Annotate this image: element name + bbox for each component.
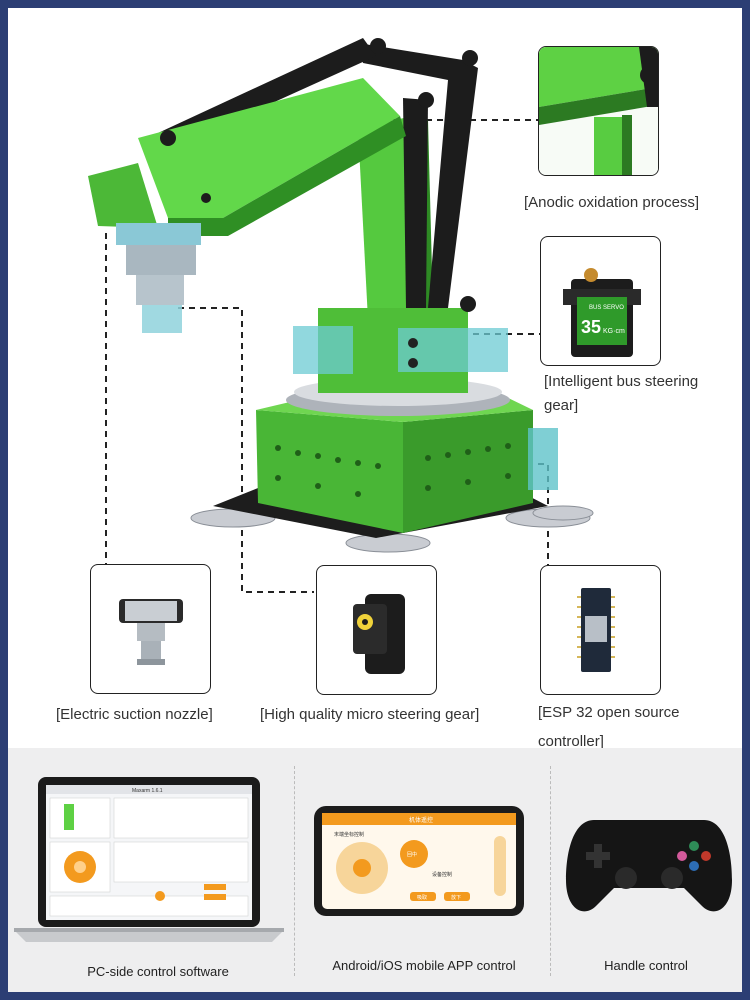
svg-text:吸取: 吸取 bbox=[417, 895, 427, 901]
callout-esp32-label: [ESP 32 open source controller] bbox=[538, 704, 680, 750]
svg-text:BUS SERVO: BUS SERVO bbox=[589, 305, 624, 311]
callout-micro-gear-image bbox=[316, 565, 437, 695]
pc-control-label: PC-side control software bbox=[87, 964, 229, 979]
callout-esp32-image bbox=[540, 565, 661, 695]
page-frame: [Anodic oxidation process] BUS SERVO 35 … bbox=[8, 8, 742, 992]
handle-control-label: Handle control bbox=[604, 958, 688, 973]
svg-text:机体遥控: 机体遥控 bbox=[409, 816, 433, 824]
product-diagram: [Anodic oxidation process] BUS SERVO 35 … bbox=[8, 8, 742, 750]
callout-suction-image bbox=[90, 564, 211, 694]
callout-anodic-label: [Anodic oxidation process] bbox=[524, 194, 700, 211]
control-options: Maxarm 1.6.1 PC-side control software 机体… bbox=[8, 748, 742, 992]
divider bbox=[294, 766, 295, 976]
callout-micro-gear-label: [High quality micro steering gear] bbox=[260, 706, 480, 723]
robot-arm-illustration bbox=[88, 38, 594, 593]
svg-text:放下: 放下 bbox=[451, 894, 461, 901]
svg-text:KG·cm: KG·cm bbox=[603, 328, 625, 335]
gamepad-image bbox=[566, 820, 732, 912]
mobile-control-label: Android/iOS mobile APP control bbox=[332, 958, 516, 973]
svg-text:回中: 回中 bbox=[407, 851, 417, 858]
callout-bus-gear-image: BUS SERVO 35 KG·cm bbox=[540, 236, 661, 366]
callout-anodic-image bbox=[538, 46, 659, 176]
laptop-pc-software-image: Maxarm 1.6.1 bbox=[14, 777, 284, 942]
divider bbox=[550, 766, 551, 976]
phone-app-image: 机体遥控 末端坐标控制 回中 设备控制 吸取 放下 bbox=[314, 806, 524, 916]
callout-bus-gear-label: [Intelligent bus steering gear] bbox=[544, 373, 699, 414]
svg-text:末端坐标控制: 末端坐标控制 bbox=[334, 831, 364, 838]
svg-text:Maxarm 1.6.1: Maxarm 1.6.1 bbox=[132, 788, 163, 794]
callout-suction-label: [Electric suction nozzle] bbox=[56, 706, 213, 723]
svg-text:设备控制: 设备控制 bbox=[432, 871, 452, 878]
svg-text:35: 35 bbox=[581, 317, 601, 337]
